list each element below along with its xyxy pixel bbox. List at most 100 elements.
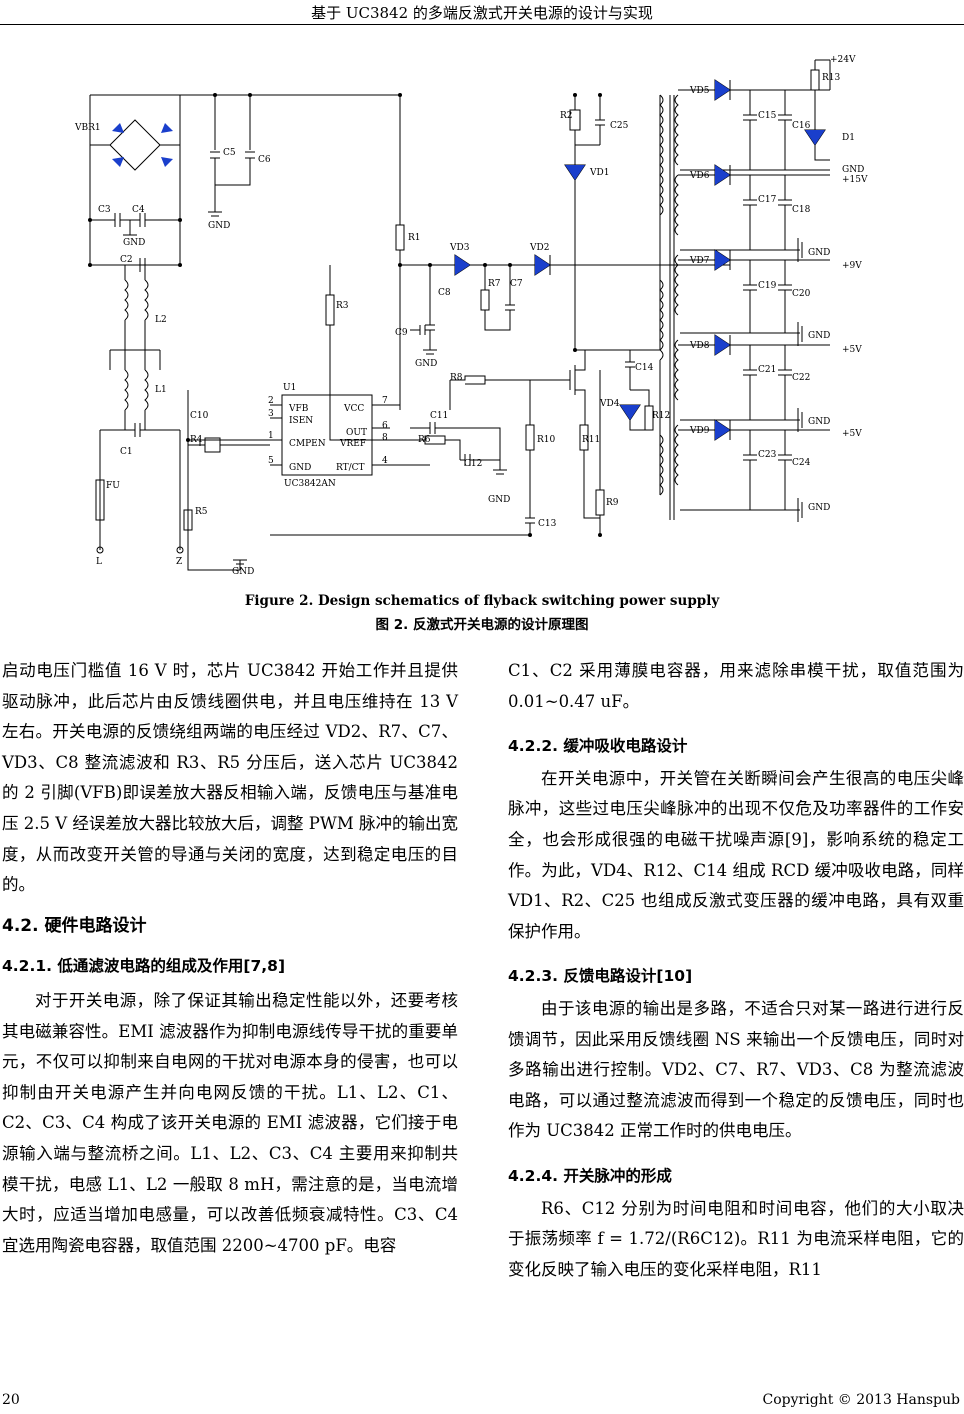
svg-text:C15: C15 bbox=[758, 111, 777, 121]
svg-text:R2: R2 bbox=[560, 111, 573, 121]
svg-text:Z: Z bbox=[176, 557, 182, 567]
svg-text:VCC: VCC bbox=[343, 404, 364, 414]
paragraph: 在开关电源中，开关管在关断瞬间会产生很高的电压尖峰脉冲，这些过电压尖峰脉冲的出现… bbox=[508, 768, 964, 941]
svg-text:C4: C4 bbox=[132, 205, 145, 215]
svg-text:C20: C20 bbox=[792, 289, 811, 299]
svg-text:GND: GND bbox=[808, 331, 830, 341]
subsection-heading: 4.2.3. 反馈电路设计[10] bbox=[508, 967, 693, 986]
page-number: 20 bbox=[2, 1392, 20, 1408]
svg-text:7: 7 bbox=[382, 396, 388, 406]
subsection-heading: 4.2.1. 低通滤波电路的组成及作用[7,8] bbox=[2, 957, 286, 976]
svg-text:C25: C25 bbox=[610, 121, 629, 131]
flyback-schematic: VBR1 C5 C6 GND C3 C4 GND C2 L2 L1 C1 FU … bbox=[74, 55, 868, 577]
svg-text:1: 1 bbox=[268, 431, 274, 441]
svg-text:GND: GND bbox=[123, 238, 145, 248]
svg-text:RT/CT: RT/CT bbox=[336, 463, 365, 473]
svg-text:R3: R3 bbox=[336, 301, 349, 311]
svg-text:C13: C13 bbox=[538, 519, 557, 529]
svg-text:GND: GND bbox=[232, 567, 254, 577]
paragraph: R6、C12 分别为时间电阻和时间电容，他们的大小取决于振荡频率 f = 1.7… bbox=[508, 1198, 964, 1279]
header-rule bbox=[0, 24, 964, 25]
copyright: Copyright © 2013 Hanspub bbox=[762, 1392, 960, 1408]
svg-text:VBR1: VBR1 bbox=[74, 123, 101, 133]
svg-text:3: 3 bbox=[268, 409, 274, 419]
svg-text:C2: C2 bbox=[120, 255, 133, 265]
svg-text:VFB: VFB bbox=[288, 404, 309, 414]
svg-text:VD7: VD7 bbox=[689, 256, 710, 266]
svg-text:L1: L1 bbox=[155, 385, 167, 395]
svg-text:5: 5 bbox=[268, 456, 274, 466]
svg-text:C12: C12 bbox=[464, 459, 482, 469]
svg-text:C23: C23 bbox=[758, 450, 777, 460]
svg-text:C7: C7 bbox=[510, 279, 523, 289]
svg-text:VREF: VREF bbox=[339, 439, 366, 449]
svg-text:C19: C19 bbox=[758, 281, 777, 291]
svg-text:VD2: VD2 bbox=[529, 243, 549, 253]
svg-text:VD9: VD9 bbox=[689, 426, 710, 436]
section-heading: 4.2. 硬件电路设计 bbox=[2, 915, 147, 936]
svg-text:VD5: VD5 bbox=[689, 86, 710, 96]
svg-text:VD4: VD4 bbox=[599, 399, 620, 409]
svg-text:8: 8 bbox=[382, 433, 388, 443]
svg-text:C9: C9 bbox=[395, 328, 408, 338]
svg-text:VD1: VD1 bbox=[589, 168, 609, 178]
svg-text:GND: GND bbox=[289, 463, 311, 473]
svg-text:C5: C5 bbox=[223, 148, 236, 158]
figure-caption-en: Figure 2. Design schematics of flyback s… bbox=[244, 593, 720, 609]
svg-text:R7: R7 bbox=[488, 279, 501, 289]
svg-text:R1: R1 bbox=[408, 233, 421, 243]
svg-text:4: 4 bbox=[382, 456, 388, 466]
subsection-heading: 4.2.4. 开关脉冲的形成 bbox=[508, 1166, 672, 1185]
svg-text:R13: R13 bbox=[822, 73, 841, 83]
svg-text:+15V: +15V bbox=[842, 175, 868, 185]
svg-text:R8: R8 bbox=[450, 373, 463, 383]
svg-text:6: 6 bbox=[382, 421, 388, 431]
svg-text:GND: GND bbox=[208, 221, 230, 231]
svg-text:OUT: OUT bbox=[346, 428, 367, 438]
svg-text:L2: L2 bbox=[155, 315, 167, 325]
svg-text:C14: C14 bbox=[635, 363, 654, 373]
svg-text:GND: GND bbox=[488, 495, 510, 505]
svg-text:R4: R4 bbox=[190, 435, 203, 445]
svg-text:C8: C8 bbox=[438, 288, 451, 298]
svg-text:+24V: +24V bbox=[830, 55, 856, 65]
svg-text:C18: C18 bbox=[792, 205, 811, 215]
paragraph: 由于该电源的输出是多路，不适合只对某一路进行进行反馈调节，因此采用反馈线圈 NS… bbox=[508, 998, 964, 1141]
svg-text:C10: C10 bbox=[190, 411, 209, 421]
svg-text:+9V: +9V bbox=[842, 261, 862, 271]
svg-text:FU: FU bbox=[106, 481, 120, 491]
svg-text:C22: C22 bbox=[792, 373, 810, 383]
running-header: 基于 UC3842 的多端反激式开关电源的设计与实现 bbox=[311, 4, 653, 22]
svg-text:R12: R12 bbox=[652, 411, 670, 421]
svg-text:VD8: VD8 bbox=[689, 341, 710, 351]
svg-text:GND: GND bbox=[808, 417, 830, 427]
right-column: C1、C2 采用薄膜电容器，用来滤除串模干扰，取值范围为 0.01~0.47 u… bbox=[508, 656, 964, 1285]
svg-text:U1: U1 bbox=[283, 383, 296, 393]
svg-text:CMPEN: CMPEN bbox=[289, 439, 326, 449]
figure-caption-zh: 图 2. 反激式开关电源的设计原理图 bbox=[375, 617, 589, 633]
svg-text:R5: R5 bbox=[195, 507, 208, 517]
left-column: 启动电压门槛值 16 V 时，芯片 UC3842 开始工作并且提供驱动脉冲，此后… bbox=[2, 656, 458, 1261]
svg-text:GND: GND bbox=[808, 503, 830, 513]
svg-text:R9: R9 bbox=[606, 498, 619, 508]
svg-text:D1: D1 bbox=[842, 133, 855, 143]
paragraph: 对于开关电源，除了保证其输出稳定性能以外，还要考核其电磁兼容性。EMI 滤波器作… bbox=[2, 990, 458, 1255]
svg-text:L: L bbox=[96, 557, 102, 567]
svg-text:C24: C24 bbox=[792, 458, 811, 468]
subsection-heading: 4.2.2. 缓冲吸收电路设计 bbox=[508, 737, 688, 756]
paragraph: C1、C2 采用薄膜电容器，用来滤除串模干扰，取值范围为 0.01~0.47 u… bbox=[508, 661, 964, 711]
svg-text:R10: R10 bbox=[537, 435, 556, 445]
svg-text:UC3842AN: UC3842AN bbox=[284, 479, 336, 489]
svg-text:+5V: +5V bbox=[842, 429, 862, 439]
svg-text:C16: C16 bbox=[792, 121, 811, 131]
paragraph: 启动电压门槛值 16 V 时，芯片 UC3842 开始工作并且提供驱动脉冲，此后… bbox=[2, 661, 458, 895]
svg-text:VD3: VD3 bbox=[449, 243, 470, 253]
svg-text:GND: GND bbox=[808, 248, 830, 258]
svg-text:GND: GND bbox=[842, 165, 864, 175]
svg-text:R11: R11 bbox=[582, 435, 600, 445]
svg-text:ISEN: ISEN bbox=[289, 416, 313, 426]
svg-text:R6: R6 bbox=[418, 435, 431, 445]
svg-text:C21: C21 bbox=[758, 365, 776, 375]
svg-text:VD6: VD6 bbox=[689, 171, 710, 181]
svg-text:GND: GND bbox=[415, 359, 437, 369]
